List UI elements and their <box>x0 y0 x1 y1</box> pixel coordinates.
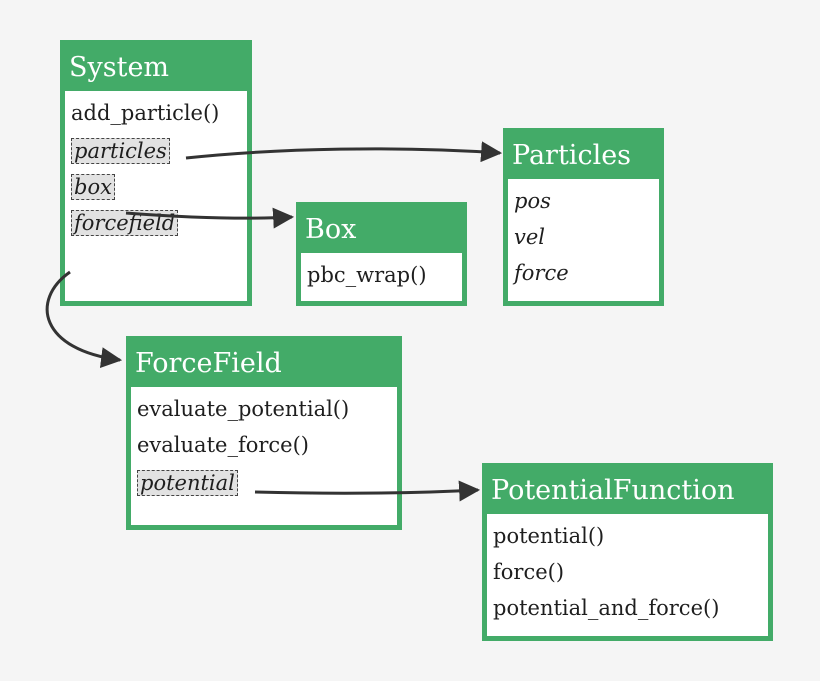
reference-box-label: box <box>71 173 115 200</box>
class-title: PotentialFunction <box>487 468 768 514</box>
reference-potential-label: potential <box>137 469 238 496</box>
reference-forcefield-label: forcefield <box>71 209 179 236</box>
reference-particles-label: particles <box>71 137 170 164</box>
method-add-particle: add_particle() <box>71 101 220 125</box>
attribute-vel: vel <box>514 225 546 249</box>
method-force: force() <box>493 560 565 584</box>
attribute-force: force <box>514 261 569 285</box>
reference-potential: potential <box>137 463 391 499</box>
class-forcefield: ForceField evaluate_potential() evaluate… <box>126 336 402 530</box>
method-pbc-wrap: pbc_wrap() <box>307 263 427 287</box>
method-potential-and-force: potential_and_force() <box>493 596 720 620</box>
reference-particles: particles <box>71 131 241 167</box>
attribute-pos: pos <box>514 189 551 213</box>
class-system: System add_particle() particles box forc… <box>60 40 252 306</box>
method-evaluate-force: evaluate_force() <box>137 433 309 457</box>
class-particles: Particles pos vel force <box>503 128 664 306</box>
method-evaluate-potential: evaluate_potential() <box>137 397 350 421</box>
method-potential: potential() <box>493 524 605 548</box>
class-title: System <box>65 45 247 91</box>
class-title: Box <box>301 207 462 253</box>
class-box: Box pbc_wrap() <box>296 202 467 306</box>
reference-box: box <box>71 167 241 203</box>
class-title: Particles <box>508 133 659 179</box>
class-potentialfunction: PotentialFunction potential() force() po… <box>482 463 773 641</box>
class-title: ForceField <box>131 341 397 387</box>
reference-forcefield: forcefield <box>71 203 241 239</box>
